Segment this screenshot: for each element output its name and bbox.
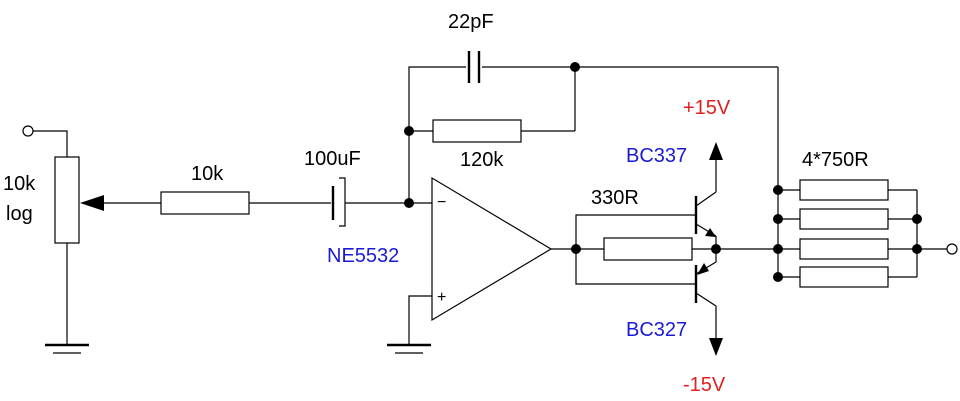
transistor-npn <box>694 191 717 237</box>
resistor-10k <box>160 191 250 215</box>
transistor-pnp <box>694 261 717 307</box>
opamp-triangle <box>431 176 553 322</box>
capacitor-22pf <box>467 51 481 83</box>
pot-value-label: 10k <box>3 173 36 195</box>
resistor-330r-label: 330R <box>591 187 639 209</box>
input-potentiometer <box>22 125 161 345</box>
resistor-10k-label: 10k <box>191 163 224 185</box>
junction-bank-left-2 <box>773 214 783 224</box>
wire-input <box>33 130 68 157</box>
pot-wiper-arrow <box>80 195 104 211</box>
resistor-120k <box>432 119 522 143</box>
capacitor-100uf-label: 100uF <box>304 148 361 170</box>
ground-symbol-pot <box>45 343 89 354</box>
wire-noninverting-ground <box>408 295 432 345</box>
supply-neg-label: -15V <box>683 374 726 396</box>
junction-bank-right-2 <box>912 214 922 224</box>
wire-feedback-left <box>408 66 466 203</box>
junction-feedback-mid <box>570 62 580 72</box>
supply-neg-arrow <box>709 338 723 356</box>
ground-symbol-opamp <box>387 343 431 354</box>
opamp-pin-minus: − <box>437 194 446 211</box>
junction-feedback-top <box>404 126 414 136</box>
pot-body <box>54 156 80 244</box>
junction-bank-left-4 <box>773 272 783 282</box>
resistor-750r-1 <box>778 179 917 201</box>
wire-base-npn <box>575 214 696 249</box>
pot-taper-label: log <box>6 203 33 225</box>
pnp-label: BC327 <box>626 319 687 341</box>
resistor-750r-2 <box>778 208 917 230</box>
supply-pos-label: +15V <box>683 97 731 119</box>
junction-bank-left-1 <box>773 185 783 195</box>
opamp-pin-plus: + <box>437 289 446 306</box>
capacitor-100uf <box>331 177 346 227</box>
resistor-750r-4 <box>778 266 917 288</box>
capacitor-22pf-label: 22pF <box>448 11 494 33</box>
npn-label: BC337 <box>626 145 687 167</box>
resistor-750r-3 <box>778 238 917 260</box>
supply-pos-arrow <box>709 142 723 160</box>
junction-bank-left-3 <box>773 244 783 254</box>
input-terminal <box>22 125 34 137</box>
junction-inverting <box>404 198 414 208</box>
opamp-label: NE5532 <box>327 245 399 267</box>
output-terminal <box>946 243 958 255</box>
resistor-120k-label: 120k <box>460 149 504 171</box>
wire-base-pnp <box>575 249 696 285</box>
resistor-bank-label: 4*750R <box>802 149 869 171</box>
resistor-330r <box>603 237 693 261</box>
